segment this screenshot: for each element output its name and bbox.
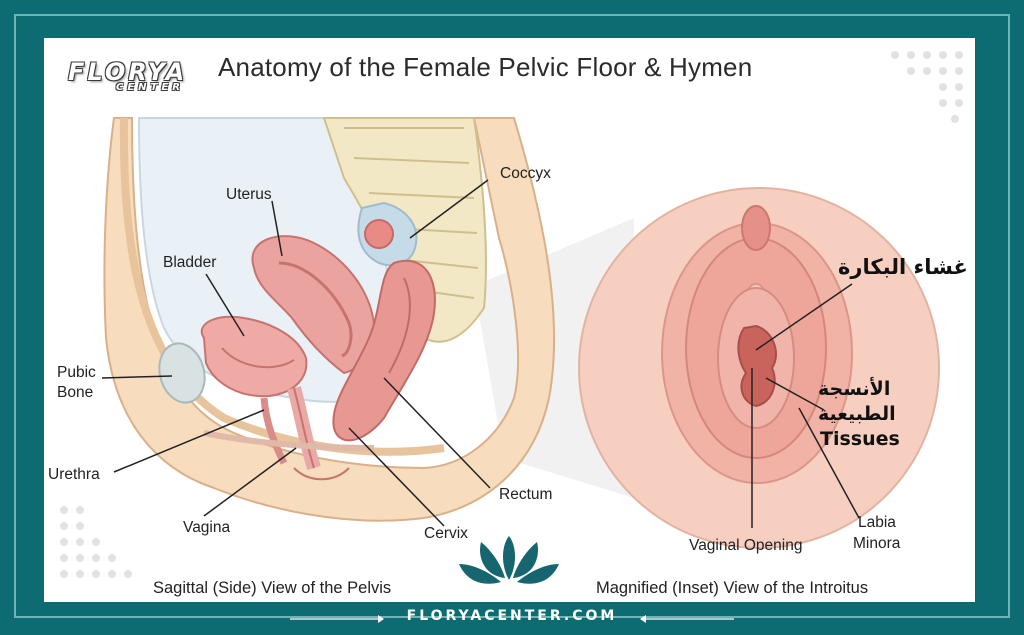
logo-sub-text: CENTER — [116, 82, 184, 93]
leader-labia-minora — [798, 407, 860, 519]
clitoral-hood — [741, 205, 771, 251]
florya-logo: FLORYA CENTER — [68, 58, 187, 93]
caption-sagittal-view: Sagittal (Side) View of the Pelvis — [153, 579, 392, 597]
pelvic-floor — [203, 430, 375, 451]
label-uterus: Uterus — [226, 186, 272, 203]
label-urethra: Urethra — [48, 466, 100, 483]
label-hymen-arabic: غشاء البكارة — [838, 255, 968, 279]
rectum-folds — [388, 277, 411, 374]
leader-lines — [101, 179, 860, 528]
leader-hymen — [755, 283, 853, 351]
uterine-cavity — [278, 261, 353, 358]
diagram-panel — [44, 38, 975, 602]
hymen — [737, 324, 777, 408]
leader-cervix — [348, 427, 445, 527]
bladder-inner — [221, 347, 295, 369]
label-bladder: Bladder — [163, 254, 217, 271]
leader-rectum — [383, 377, 491, 489]
leader-pubic-bone — [101, 375, 173, 379]
caption-inset-view: Magnified (Inset) View of the Introitus — [596, 579, 869, 597]
logo-main-text: FLORYA — [68, 58, 188, 86]
label-tissues-arabic-1: الأنسجة — [818, 378, 891, 400]
anatomy-illustration — [101, 117, 940, 584]
label-minora: Minora — [853, 535, 901, 552]
leader-urethra — [113, 409, 265, 473]
label-labia: Labia — [858, 514, 896, 531]
leader-vagina — [203, 447, 297, 517]
leader-coccyx — [409, 179, 489, 239]
leader-uterus — [271, 200, 283, 257]
pubic-bone — [158, 342, 206, 404]
ovary — [364, 219, 394, 249]
label-rectum: Rectum — [499, 486, 553, 503]
vertebrae-lines — [344, 127, 479, 299]
florya-lotus-icon — [459, 536, 559, 584]
page-title: Anatomy of the Female Pelvic Floor & Hym… — [218, 52, 753, 82]
leader-bladder — [205, 273, 245, 337]
footer-url[interactable]: FLORYACENTER.COM — [406, 608, 618, 624]
label-tissues-english: Tissues — [820, 428, 900, 450]
vagina-outline — [293, 387, 315, 469]
label-cervix: Cervix — [424, 525, 468, 542]
perineum — [293, 467, 350, 481]
label-bone: Bone — [57, 384, 94, 401]
outer-frame-border — [14, 14, 1010, 618]
label-vaginal-opening: Vaginal Opening — [689, 537, 803, 554]
bladder — [200, 315, 308, 398]
footer-bar — [290, 615, 734, 623]
label-vagina: Vagina — [183, 519, 231, 536]
label-coccyx: Coccyx — [500, 165, 551, 182]
label-pubic: Pubic — [57, 364, 96, 381]
label-tissues-arabic-2: الطبيعية — [818, 403, 896, 425]
leader-tissues — [765, 377, 825, 411]
urethra — [260, 397, 288, 465]
skin-layer — [119, 117, 445, 456]
